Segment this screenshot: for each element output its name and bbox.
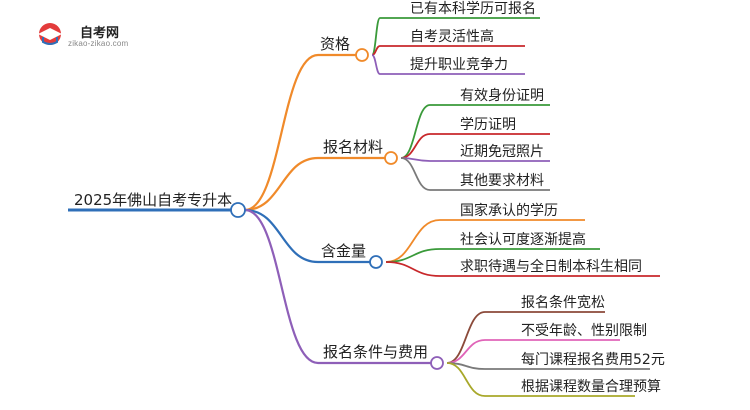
branch-label: 资格 (320, 35, 350, 53)
leaf-label: 其他要求材料 (460, 173, 544, 189)
leaf-label: 每门课程报名费用52元 (521, 352, 665, 368)
leaf-label: 有效身份证明 (460, 88, 544, 104)
leaf-label: 自考灵活性高 (410, 28, 494, 45)
branch-label: 报名条件与费用 (323, 343, 428, 361)
branch-node (355, 48, 369, 62)
leaf-label: 提升职业竞争力 (410, 56, 508, 73)
leaf-connector (400, 157, 431, 191)
leaf-connector (400, 133, 431, 159)
leaf-connector (385, 261, 441, 277)
leaf-connector (371, 45, 381, 56)
root-node (230, 202, 246, 218)
root-label: 2025年佛山自考专升本 (74, 191, 232, 209)
site-logo (38, 23, 62, 45)
leaf-connector (446, 311, 486, 364)
leaf-label: 根据课程数量合理预算 (521, 379, 661, 395)
branch-connector (244, 208, 319, 264)
branch-connector (244, 53, 319, 212)
leaf-connector (371, 54, 381, 75)
branch-node (384, 151, 398, 165)
branch-connector (244, 208, 319, 365)
leaf-label: 国家承认的学历 (460, 202, 558, 219)
logo-title: 自考网 (80, 26, 120, 41)
branch-label: 报名材料 (323, 138, 383, 156)
branch-label: 含金量 (321, 242, 366, 260)
leaf-label: 已有本科学历可报名 (410, 1, 536, 17)
logo-subtitle: zikao-zikao.com (68, 39, 129, 48)
leaf-connector (400, 104, 431, 159)
leaf-label: 不受年龄、性别限制 (521, 323, 647, 339)
leaf-connector (446, 339, 486, 364)
branch-node (369, 255, 383, 269)
branch-connector (244, 156, 319, 212)
leaf-label: 学历证明 (460, 117, 516, 133)
leaf-label: 近期免冠照片 (460, 144, 544, 160)
leaf-label: 求职待遇与全日制本科生相同 (460, 258, 642, 275)
leaf-label: 社会认可度逐渐提高 (460, 231, 586, 248)
leaf-connector (446, 362, 486, 397)
branch-node (430, 356, 444, 370)
leaf-label: 报名条件宽松 (521, 294, 605, 311)
